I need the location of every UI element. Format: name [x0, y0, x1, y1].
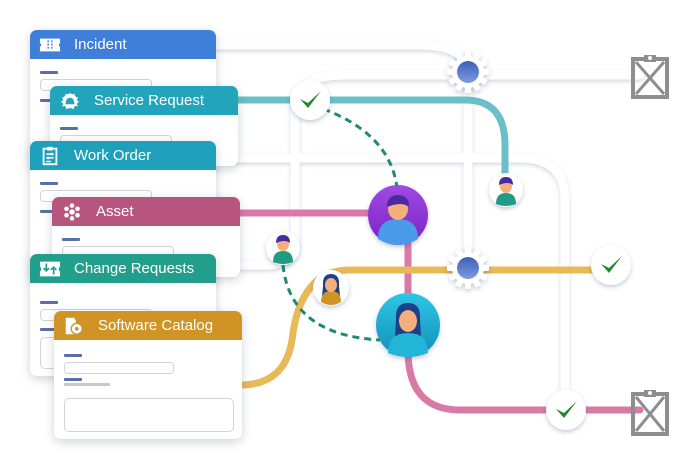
agent-avatar-cyan[interactable] — [376, 293, 440, 357]
text-field[interactable] — [64, 362, 174, 374]
agent-avatar-small-3[interactable] — [313, 270, 349, 306]
card-title: Service Request — [94, 92, 205, 109]
text-area[interactable] — [64, 398, 234, 432]
card-header-change-requests[interactable]: Change Requests — [30, 254, 216, 283]
field-label-bar — [40, 210, 58, 213]
dashed-link-2 — [281, 264, 381, 342]
field-label-bar — [64, 378, 82, 381]
gear-node-middle[interactable] — [447, 247, 489, 289]
rejected-clipboard-icon-bottom[interactable] — [631, 390, 669, 436]
software-disc-icon — [62, 316, 86, 336]
field-label-bar — [40, 99, 58, 102]
card-title: Work Order — [74, 147, 152, 164]
card-header-service-request[interactable]: Service Request — [50, 86, 238, 115]
field-label-bar — [62, 238, 80, 241]
card-header-work-order[interactable]: Work Order — [30, 141, 216, 170]
hint-text-bar — [64, 383, 110, 386]
agent-avatar-small-2[interactable] — [266, 231, 300, 265]
card-header-asset[interactable]: Asset — [52, 197, 240, 226]
approved-check-node-1[interactable] — [290, 80, 330, 120]
card-title: Asset — [96, 203, 134, 220]
rejected-clipboard-icon-top[interactable] — [631, 55, 669, 99]
clipboard-tools-icon — [38, 146, 62, 166]
dashed-link-1 — [311, 103, 399, 189]
check-icon — [300, 91, 321, 108]
field-label-bar — [40, 301, 58, 304]
pipe-white-mid — [225, 153, 570, 415]
card-title: Software Catalog — [98, 317, 214, 334]
field-label-bar — [40, 328, 58, 331]
ticket-icon — [38, 35, 62, 55]
card-header-incident[interactable]: Incident — [30, 30, 216, 59]
field-label-bar — [60, 127, 78, 130]
gear-node-top[interactable] — [447, 51, 489, 93]
field-label-bar — [64, 354, 82, 357]
field-label-bar — [40, 182, 58, 185]
agent-avatar-small-1[interactable] — [489, 173, 523, 207]
approved-check-node-3[interactable] — [546, 390, 586, 430]
card-software-catalog[interactable]: Software Catalog — [54, 311, 242, 439]
agent-avatar-purple[interactable] — [368, 185, 428, 245]
card-title: Incident — [74, 36, 127, 53]
pipe-teal — [231, 96, 509, 189]
approved-check-node-2[interactable] — [591, 245, 631, 285]
card-title: Change Requests — [74, 260, 195, 277]
snowflake-asset-icon — [60, 202, 84, 222]
swap-arrows-ticket-icon — [38, 259, 62, 279]
service-bell-gear-icon — [58, 91, 82, 111]
check-icon — [556, 401, 577, 418]
field-label-bar — [40, 71, 58, 74]
check-icon — [601, 256, 622, 273]
card-header-software-catalog[interactable]: Software Catalog — [54, 311, 242, 340]
